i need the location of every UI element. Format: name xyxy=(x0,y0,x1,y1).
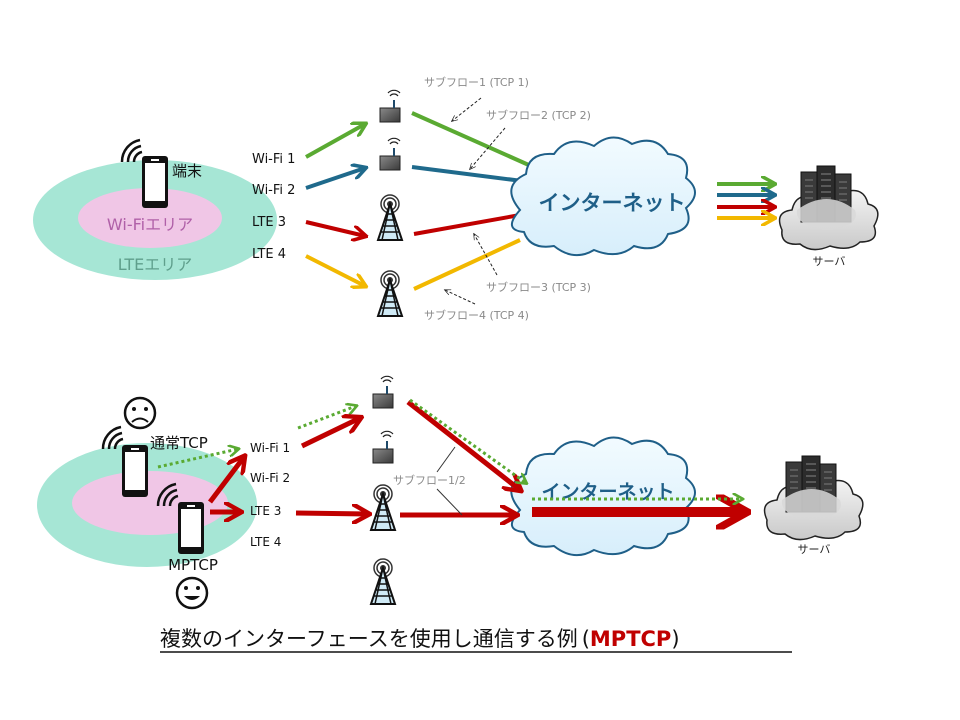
normal-tcp-arrow-to-wifi1 xyxy=(157,449,238,469)
mptcp-label: MPTCP xyxy=(168,556,218,574)
normal-tcp-label: 通常TCP xyxy=(150,434,208,452)
callout-subflow-lower xyxy=(436,488,463,516)
mptcp-phone-icon xyxy=(178,502,204,554)
wifi-router-2-bottom-icon xyxy=(372,430,394,464)
interface-lte3: LTE 3 xyxy=(252,215,286,230)
wifi-area-bottom xyxy=(72,471,228,535)
interface-wifi2-bottom: Wi-Fi 2 xyxy=(250,471,290,485)
caption-text: 複数のインターフェースを使用し通信する例(MPTCP) xyxy=(160,627,680,651)
subflow4-label: サブフロー4 (TCP 4) xyxy=(424,308,529,322)
server-label-bottom: サーバ xyxy=(798,543,831,556)
wifi-router-1-icon xyxy=(379,89,401,123)
caption-highlight: MPTCP xyxy=(590,627,671,651)
interface-wifi1-bottom: Wi-Fi 1 xyxy=(250,441,290,455)
arrow-wifi2-in xyxy=(305,168,365,190)
interface-lte3-bottom: LTE 3 xyxy=(250,504,281,518)
callout-subflow1 xyxy=(452,97,482,121)
callout-subflow-upper xyxy=(436,446,456,473)
mptcp-arrow-to-router xyxy=(300,418,360,449)
callout-subflow4 xyxy=(445,290,476,305)
caption-paren-open: ( xyxy=(582,627,590,651)
subflow1-mptcp-line xyxy=(406,400,520,490)
sad-face-icon xyxy=(123,396,157,430)
mptcp-arrow-to-wifi1 xyxy=(208,457,244,504)
interface-wifi1: Wi-Fi 1 xyxy=(252,152,295,167)
caption-main: 複数のインターフェースを使用し通信する例 xyxy=(160,627,578,651)
lte-tower-4-bottom-icon xyxy=(370,558,396,605)
server-label: サーバ xyxy=(813,255,846,268)
lte-tower-4-icon xyxy=(377,270,403,317)
wifi-area xyxy=(78,188,222,248)
internet-label: インターネット xyxy=(539,191,686,215)
interface-lte4-bottom: LTE 4 xyxy=(250,535,281,549)
caption-paren-close: ) xyxy=(671,627,679,651)
device-label: 端末 xyxy=(172,162,202,180)
subflow3-label: サブフロー3 (TCP 3) xyxy=(486,280,591,294)
happy-face-icon xyxy=(175,576,209,610)
interface-wifi2: Wi-Fi 2 xyxy=(252,183,295,198)
server-icon xyxy=(778,165,879,251)
arrow-wifi1-in xyxy=(305,124,365,159)
interface-lte4: LTE 4 xyxy=(252,247,286,262)
subflow1-line xyxy=(411,111,541,172)
subflow3-line xyxy=(413,213,521,236)
lte-tower-3-icon xyxy=(377,194,403,241)
wifi-router-2-icon xyxy=(379,137,401,171)
mptcp-arrow-to-tower xyxy=(295,513,368,514)
arrow-lte3-in xyxy=(305,220,365,236)
top-section: 端末 Wi-Fiエリア LTEエリア Wi-Fi 1 Wi-Fi 2 LTE 3… xyxy=(33,75,879,322)
subflow-label-bottom: サブフロー1/2 xyxy=(393,473,466,487)
normal-tcp-phone-icon xyxy=(122,445,148,497)
callout-subflow2 xyxy=(470,127,506,169)
callout-subflow3 xyxy=(474,234,498,276)
arrow-lte4-in xyxy=(305,254,365,286)
wifi-router-1-bottom-icon xyxy=(372,375,394,409)
lte-area-label: LTEエリア xyxy=(118,255,193,274)
bottom-section: 通常TCP MPTCP Wi-Fi 1 Wi-Fi 2 LTE 3 LTE 4 … xyxy=(37,375,864,610)
subflow4-line xyxy=(413,238,521,291)
phone-icon xyxy=(142,156,168,208)
caption: 複数のインターフェースを使用し通信する例(MPTCP) xyxy=(160,627,792,653)
subflow2-line xyxy=(411,165,531,184)
subflow1-label: サブフロー1 (TCP 1) xyxy=(424,75,529,89)
wifi-area-label: Wi-Fiエリア xyxy=(107,215,193,234)
normal-tcp-flow-line xyxy=(409,398,526,483)
normal-tcp-arrow-to-router xyxy=(297,406,356,430)
signal-icon xyxy=(120,138,144,164)
lte-tower-3-bottom-icon xyxy=(370,484,396,531)
subflow2-label: サブフロー2 (TCP 2) xyxy=(486,108,591,122)
server-bottom-icon xyxy=(763,455,864,541)
